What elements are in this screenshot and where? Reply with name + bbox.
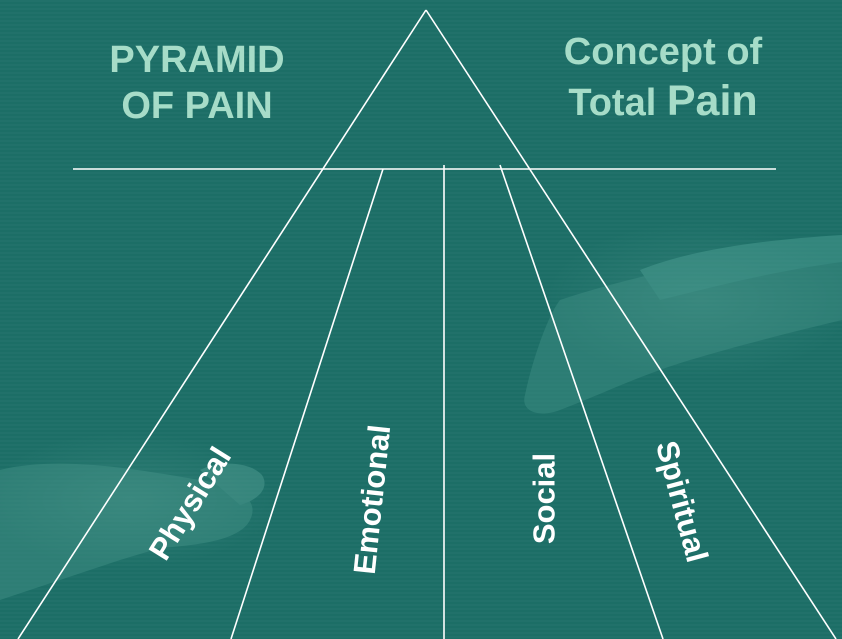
label-social: Social xyxy=(529,449,560,549)
title-left-line1: PYRAMID xyxy=(62,38,332,84)
title-right-line2-b: Pain xyxy=(667,77,758,125)
title-left-line2: OF PAIN xyxy=(62,84,332,130)
title-right-line2: Total Pain xyxy=(518,76,808,128)
title-right-line1: Concept of xyxy=(518,30,808,76)
concept-of-total-pain-title: Concept of Total Pain xyxy=(518,30,808,127)
pyramid-of-pain-title: PYRAMID OF PAIN xyxy=(62,38,332,129)
title-right-line2-a: Total xyxy=(568,82,667,124)
